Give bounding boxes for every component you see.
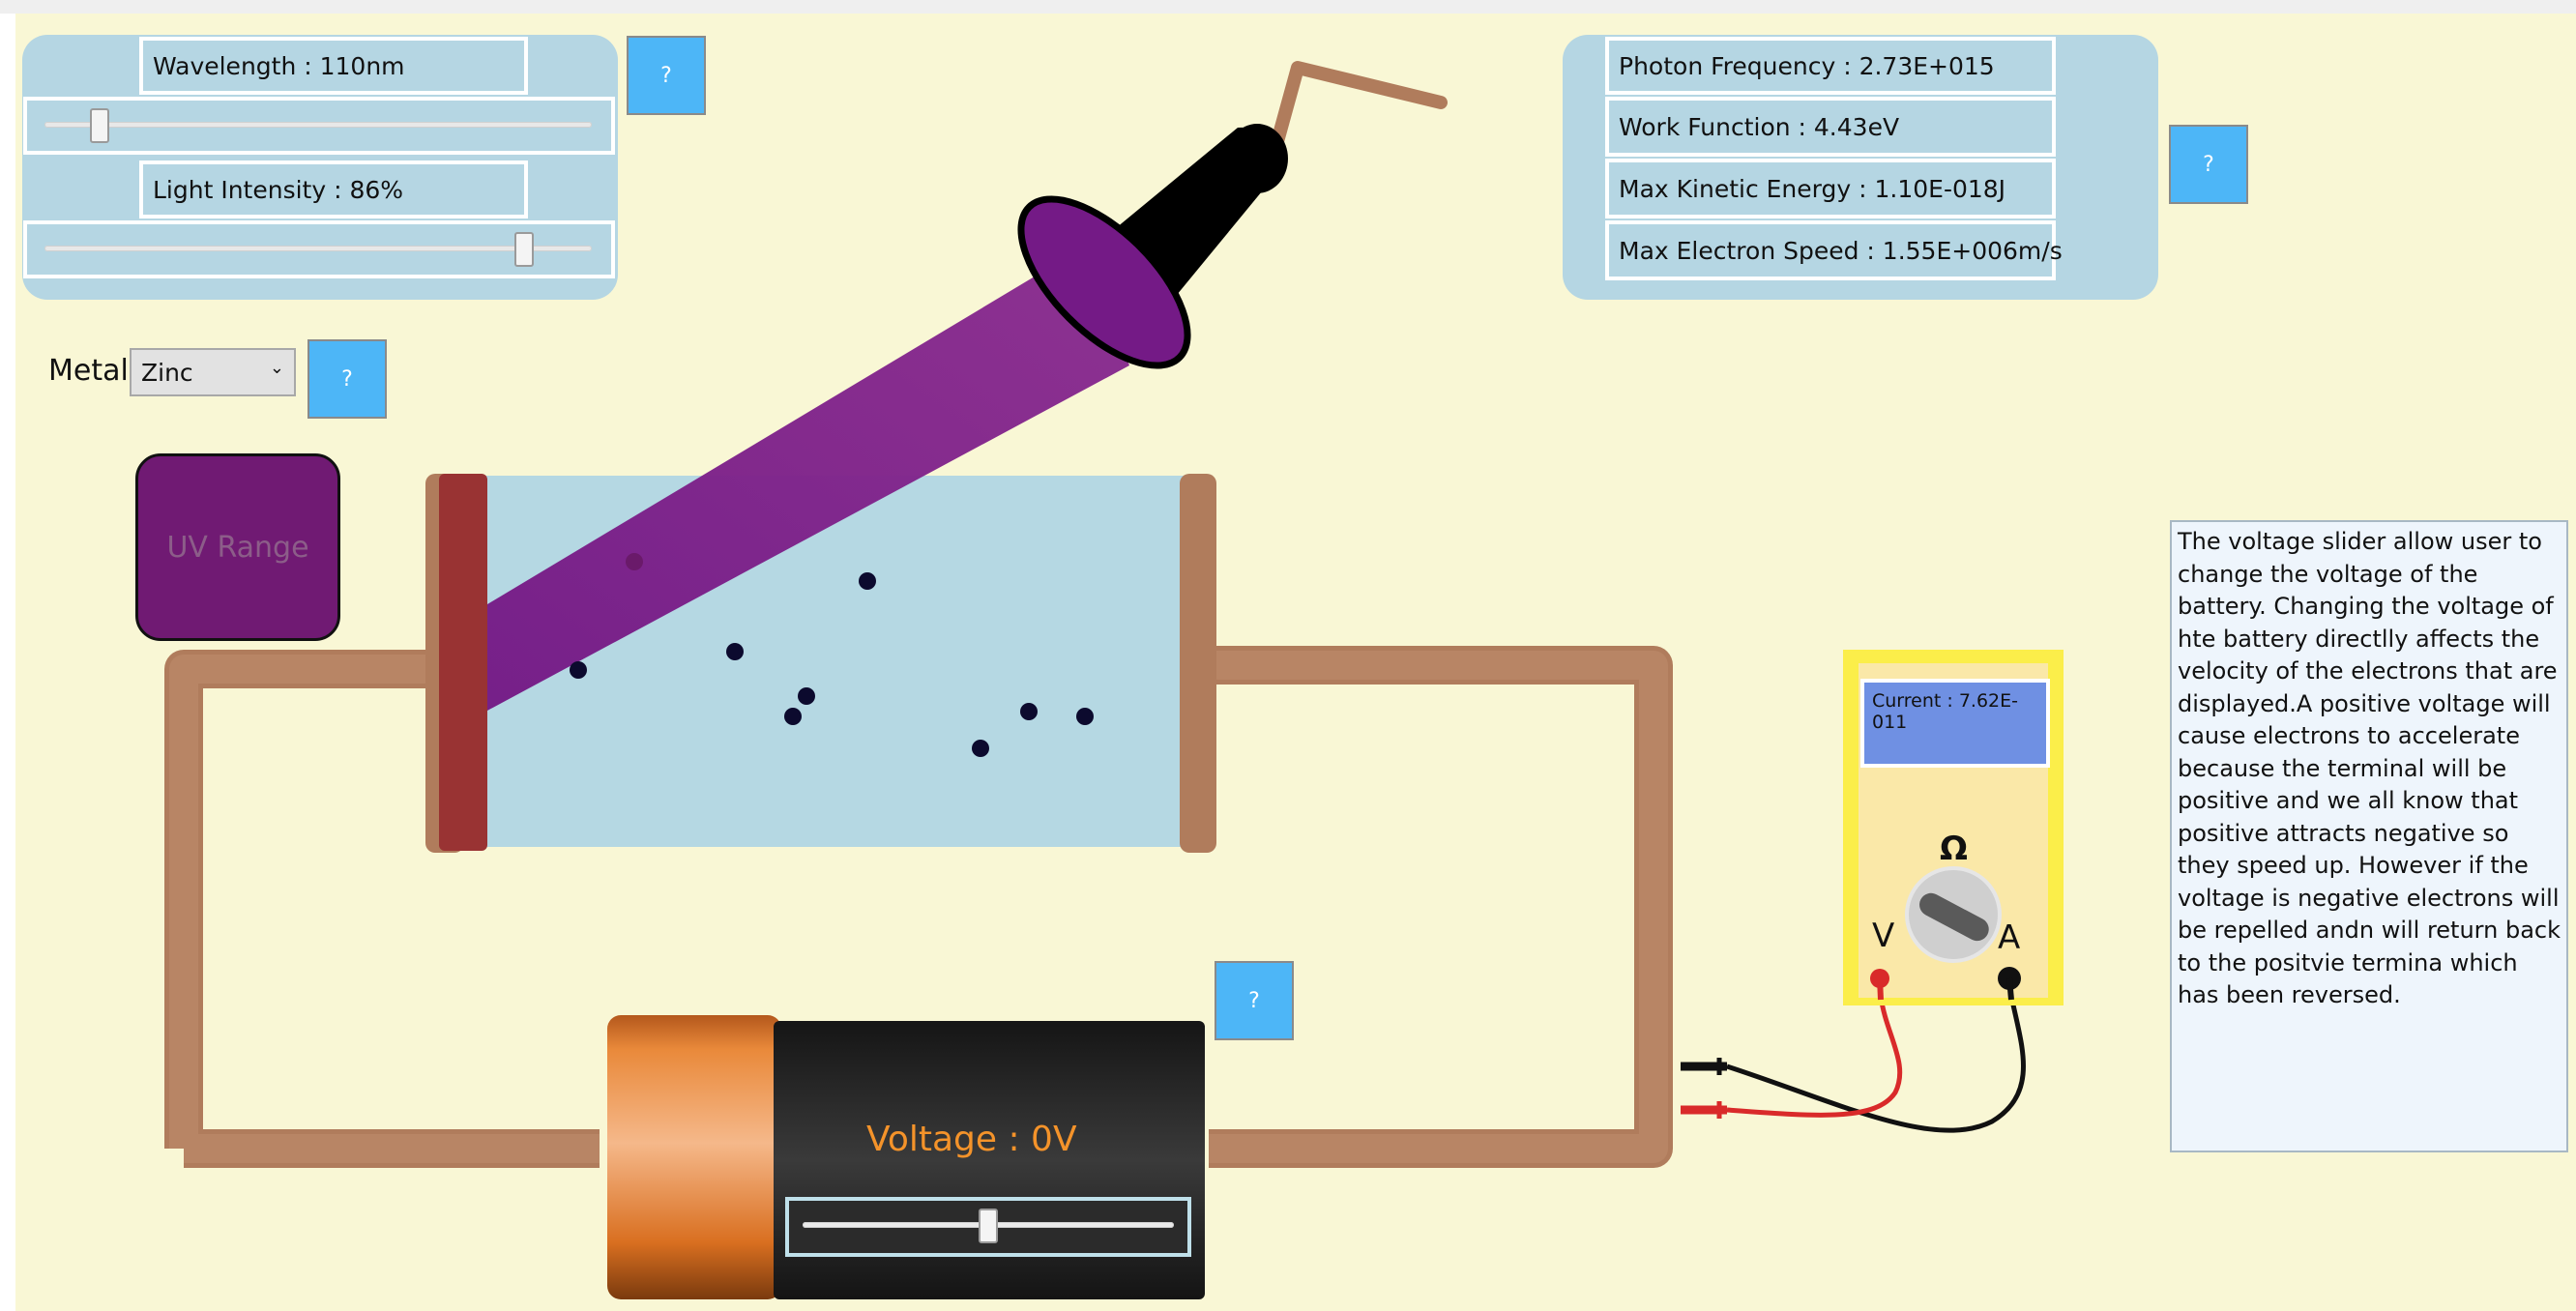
metal-help-button[interactable]: ? [307,339,387,419]
vacuum-tube [464,476,1209,847]
battery-body [774,1021,1205,1299]
red-probe-wire [1726,995,1903,1118]
flashlight-handle-wire [1270,61,1448,152]
voltage-slider-thumb[interactable] [979,1209,998,1243]
electron [626,553,643,570]
light-intensity-slider[interactable] [23,220,615,278]
wavelength-label: Wavelength : 110nm [139,37,528,95]
electron [859,572,876,590]
max-kinetic-energy-readout: Max Kinetic Energy : 1.10E-018J [1605,159,2056,218]
flashlight-bulb-end [1226,124,1288,193]
voltage-slider[interactable] [785,1197,1191,1257]
wavelength-slider[interactable] [23,97,615,155]
electron [1020,703,1038,720]
voltage-label: Voltage : 0V [866,1120,1077,1159]
electrons [570,553,1094,757]
electron [798,687,815,705]
metal-label: Metal: [48,354,138,388]
meter-dial-knob [1919,892,1989,942]
uv-range-indicator: UV Range [135,453,340,641]
max-electron-speed-readout: Max Electron Speed : 1.55E+006m/s [1605,220,2063,280]
electron [1076,708,1094,725]
a-jack-label: A [1998,918,2021,957]
current-readout: Current : 7.62E-011 [1860,679,2050,768]
battery-help-button[interactable]: ? [1215,961,1294,1040]
electron [726,643,744,660]
light-beam [487,248,1129,711]
photon-frequency-readout: Photon Frequency : 2.73E+015 [1605,37,2056,95]
light-intensity-label: Light Intensity : 86% [139,160,528,218]
circuit-wire-inner [169,651,1668,1163]
cathode-plate [439,474,487,851]
voltage-info-text: The voltage slider allow user to change … [2170,520,2568,1152]
v-jack-label: V [1872,917,1895,955]
flashlight [1017,61,1448,369]
metal-select[interactable]: Zinc ⌄ [130,348,296,396]
electron [972,740,989,757]
probe-wires [1681,995,2026,1133]
electron [784,708,802,725]
wavelength-slider-thumb[interactable] [90,108,109,143]
wavelength-slider-track [44,122,592,128]
light-help-button[interactable]: ? [627,36,706,115]
electron [570,661,587,679]
work-function-readout: Work Function : 4.43eV [1605,97,2056,157]
readouts-help-button[interactable]: ? [2169,125,2248,204]
metal-select-value: Zinc [141,358,193,387]
light-intensity-slider-track [44,246,592,251]
anode-terminal [1180,474,1216,853]
flashlight-lens [1017,195,1191,369]
window-top-strip [0,0,2576,14]
ohm-symbol: Ω [1940,830,1968,868]
light-intensity-slider-thumb[interactable] [514,232,534,267]
chevron-down-icon: ⌄ [269,358,284,378]
black-probe-wire [1726,995,2026,1133]
battery-copper-cap [607,1015,781,1299]
